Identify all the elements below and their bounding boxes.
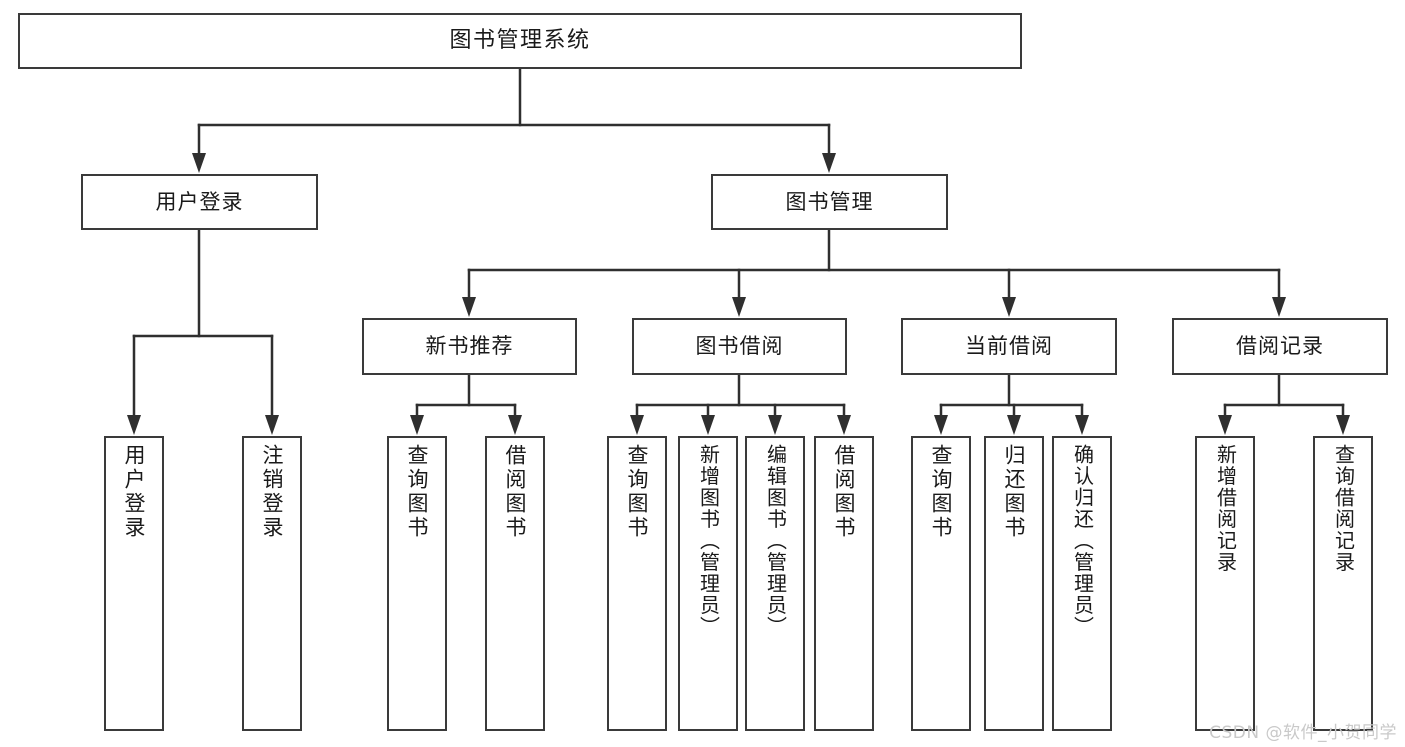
- node-borrow-book-1[interactable]: 借阅图书: [485, 436, 545, 731]
- node-query-book-3[interactable]: 查询图书: [911, 436, 971, 731]
- node-new-book-recommend-label: 新书推荐: [425, 334, 514, 359]
- node-return-book-label: 归还图书: [1002, 444, 1027, 540]
- node-user-login[interactable]: 用户登录: [81, 174, 318, 230]
- node-user-logout[interactable]: 注销登录: [242, 436, 302, 731]
- node-query-borrow-record-label: 查询借阅记录: [1331, 444, 1356, 573]
- node-query-book-1[interactable]: 查询图书: [387, 436, 447, 731]
- node-user-login-do[interactable]: 用户登录: [104, 436, 164, 731]
- node-new-book-recommend[interactable]: 新书推荐: [362, 318, 577, 375]
- node-confirm-return-admin[interactable]: 确认归还（管理员）: [1052, 436, 1112, 731]
- node-return-book[interactable]: 归还图书: [984, 436, 1044, 731]
- node-confirm-return-admin-label: 确认归还（管理员）: [1070, 444, 1095, 638]
- node-edit-book-admin[interactable]: 编辑图书（管理员）: [745, 436, 805, 731]
- node-query-book-1-label: 查询图书: [405, 444, 430, 540]
- node-user-logout-label: 注销登录: [260, 444, 285, 540]
- node-book-manage[interactable]: 图书管理: [711, 174, 948, 230]
- node-edit-book-admin-label: 编辑图书（管理员）: [763, 444, 788, 638]
- node-borrow-book-1-label: 借阅图书: [503, 444, 528, 540]
- node-borrow-book-2-label: 借阅图书: [832, 444, 857, 540]
- node-root-label: 图书管理系统: [449, 28, 591, 54]
- node-add-book-admin-label: 新增图书（管理员）: [696, 444, 721, 638]
- node-book-borrow[interactable]: 图书借阅: [632, 318, 847, 375]
- node-add-borrow-record-label: 新增借阅记录: [1213, 444, 1238, 573]
- node-user-login-do-label: 用户登录: [122, 444, 147, 540]
- node-add-book-admin[interactable]: 新增图书（管理员）: [678, 436, 738, 731]
- node-current-borrow-label: 当前借阅: [965, 334, 1053, 359]
- node-borrow-book-2[interactable]: 借阅图书: [814, 436, 874, 731]
- watermark-text: CSDN @软件_小贺同学: [1209, 723, 1397, 743]
- node-query-book-2-label: 查询图书: [625, 444, 650, 540]
- node-query-book-2[interactable]: 查询图书: [607, 436, 667, 731]
- node-current-borrow[interactable]: 当前借阅: [901, 318, 1117, 375]
- node-query-borrow-record[interactable]: 查询借阅记录: [1313, 436, 1373, 731]
- node-borrow-record-label: 借阅记录: [1236, 334, 1324, 359]
- node-book-borrow-label: 图书借阅: [695, 334, 784, 359]
- node-add-borrow-record[interactable]: 新增借阅记录: [1195, 436, 1255, 731]
- node-book-manage-label: 图书管理: [785, 189, 874, 214]
- node-user-login-label: 用户登录: [155, 189, 244, 214]
- node-borrow-record[interactable]: 借阅记录: [1172, 318, 1388, 375]
- node-root[interactable]: 图书管理系统: [18, 13, 1022, 69]
- node-query-book-3-label: 查询图书: [929, 444, 954, 540]
